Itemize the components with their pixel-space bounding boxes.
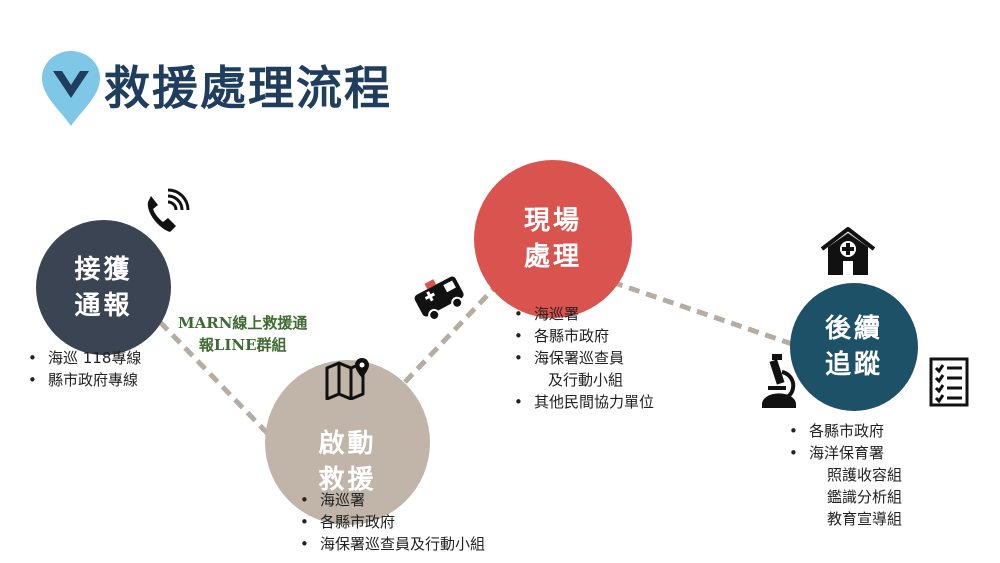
list-item-continuation: 及行動小組 bbox=[548, 371, 624, 389]
node-followup-line2: 追蹤 bbox=[824, 350, 883, 380]
node-receive-report: 接獲 通報 bbox=[36, 220, 171, 355]
node-receive-line2: 通報 bbox=[74, 290, 133, 321]
list-item: 各縣市政府 bbox=[785, 420, 902, 442]
list-item: 各縣市政府 bbox=[510, 325, 654, 347]
node-receive-line1: 接獲 bbox=[74, 254, 133, 285]
microscope-icon bbox=[762, 354, 796, 408]
note-line1: MARN線上救援通 bbox=[178, 314, 308, 332]
list-item: 海保署巡查員 bbox=[510, 347, 654, 369]
list-item: 海洋保育署 bbox=[785, 442, 902, 464]
node-followup-line1: 後續 bbox=[824, 314, 883, 344]
receive-channels-list: 海巡 118專線 縣市政府專線 bbox=[24, 347, 141, 391]
node-follow-up: 後續 追蹤 bbox=[790, 283, 918, 411]
node-scene-line1: 現場 bbox=[523, 206, 582, 236]
list-item: 海巡署 bbox=[510, 303, 654, 325]
page-title: 救援處理流程 bbox=[104, 61, 392, 115]
scene-units-list: 海巡署 各縣市政府 海保署巡查員 及行動小組 其他民間協力單位 bbox=[510, 303, 654, 413]
list-item: 縣市政府專線 bbox=[24, 369, 141, 391]
list-item: 海巡 118專線 bbox=[24, 347, 141, 369]
list-item: 各縣市政府 bbox=[296, 511, 485, 533]
list-item: 海保署巡查員及行動小組 bbox=[296, 533, 485, 555]
connector-scene-followup bbox=[611, 279, 796, 348]
followup-units-list: 各縣市政府 海洋保育署 照護收容組 鑑識分析組 教育宣導組 bbox=[785, 420, 902, 530]
list-item: 海巡署 bbox=[296, 489, 485, 511]
list-item: 其他民間協力單位 bbox=[510, 391, 654, 413]
ambulance-icon bbox=[414, 276, 464, 321]
rescue-units-list: 海巡署 各縣市政府 海保署巡查員及行動小組 bbox=[296, 489, 485, 555]
hospital-icon bbox=[820, 227, 876, 275]
node-rescue-line1: 啟動 bbox=[318, 428, 377, 459]
list-subitem: 教育宣導組 bbox=[827, 510, 903, 528]
list-subitem: 照護收容組 bbox=[827, 466, 903, 484]
logo-icon bbox=[42, 51, 100, 126]
connector-receive-rescue bbox=[158, 320, 272, 438]
phone-icon bbox=[147, 188, 190, 232]
checklist-icon bbox=[929, 357, 969, 407]
node-on-site-handling: 現場 處理 bbox=[474, 160, 632, 318]
marn-line-group-note: MARN線上救援通 報LINE群組 bbox=[178, 312, 307, 356]
map-pin-icon bbox=[325, 358, 369, 400]
list-subitem: 鑑識分析組 bbox=[827, 488, 903, 506]
connector-rescue-scene bbox=[403, 280, 502, 384]
note-line2: 報LINE群組 bbox=[198, 336, 287, 354]
node-scene-line2: 處理 bbox=[523, 242, 582, 272]
